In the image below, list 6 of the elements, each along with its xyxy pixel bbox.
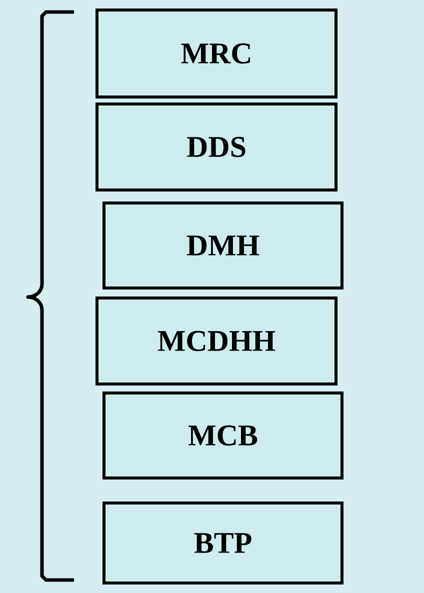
label-box: MCDHH [96, 296, 338, 386]
label-box: DDS [96, 102, 338, 192]
label-box: BTP [102, 502, 344, 584]
label-box: MRC [96, 8, 338, 98]
label-box: DMH [102, 202, 344, 290]
label-box: MCB [102, 392, 344, 480]
